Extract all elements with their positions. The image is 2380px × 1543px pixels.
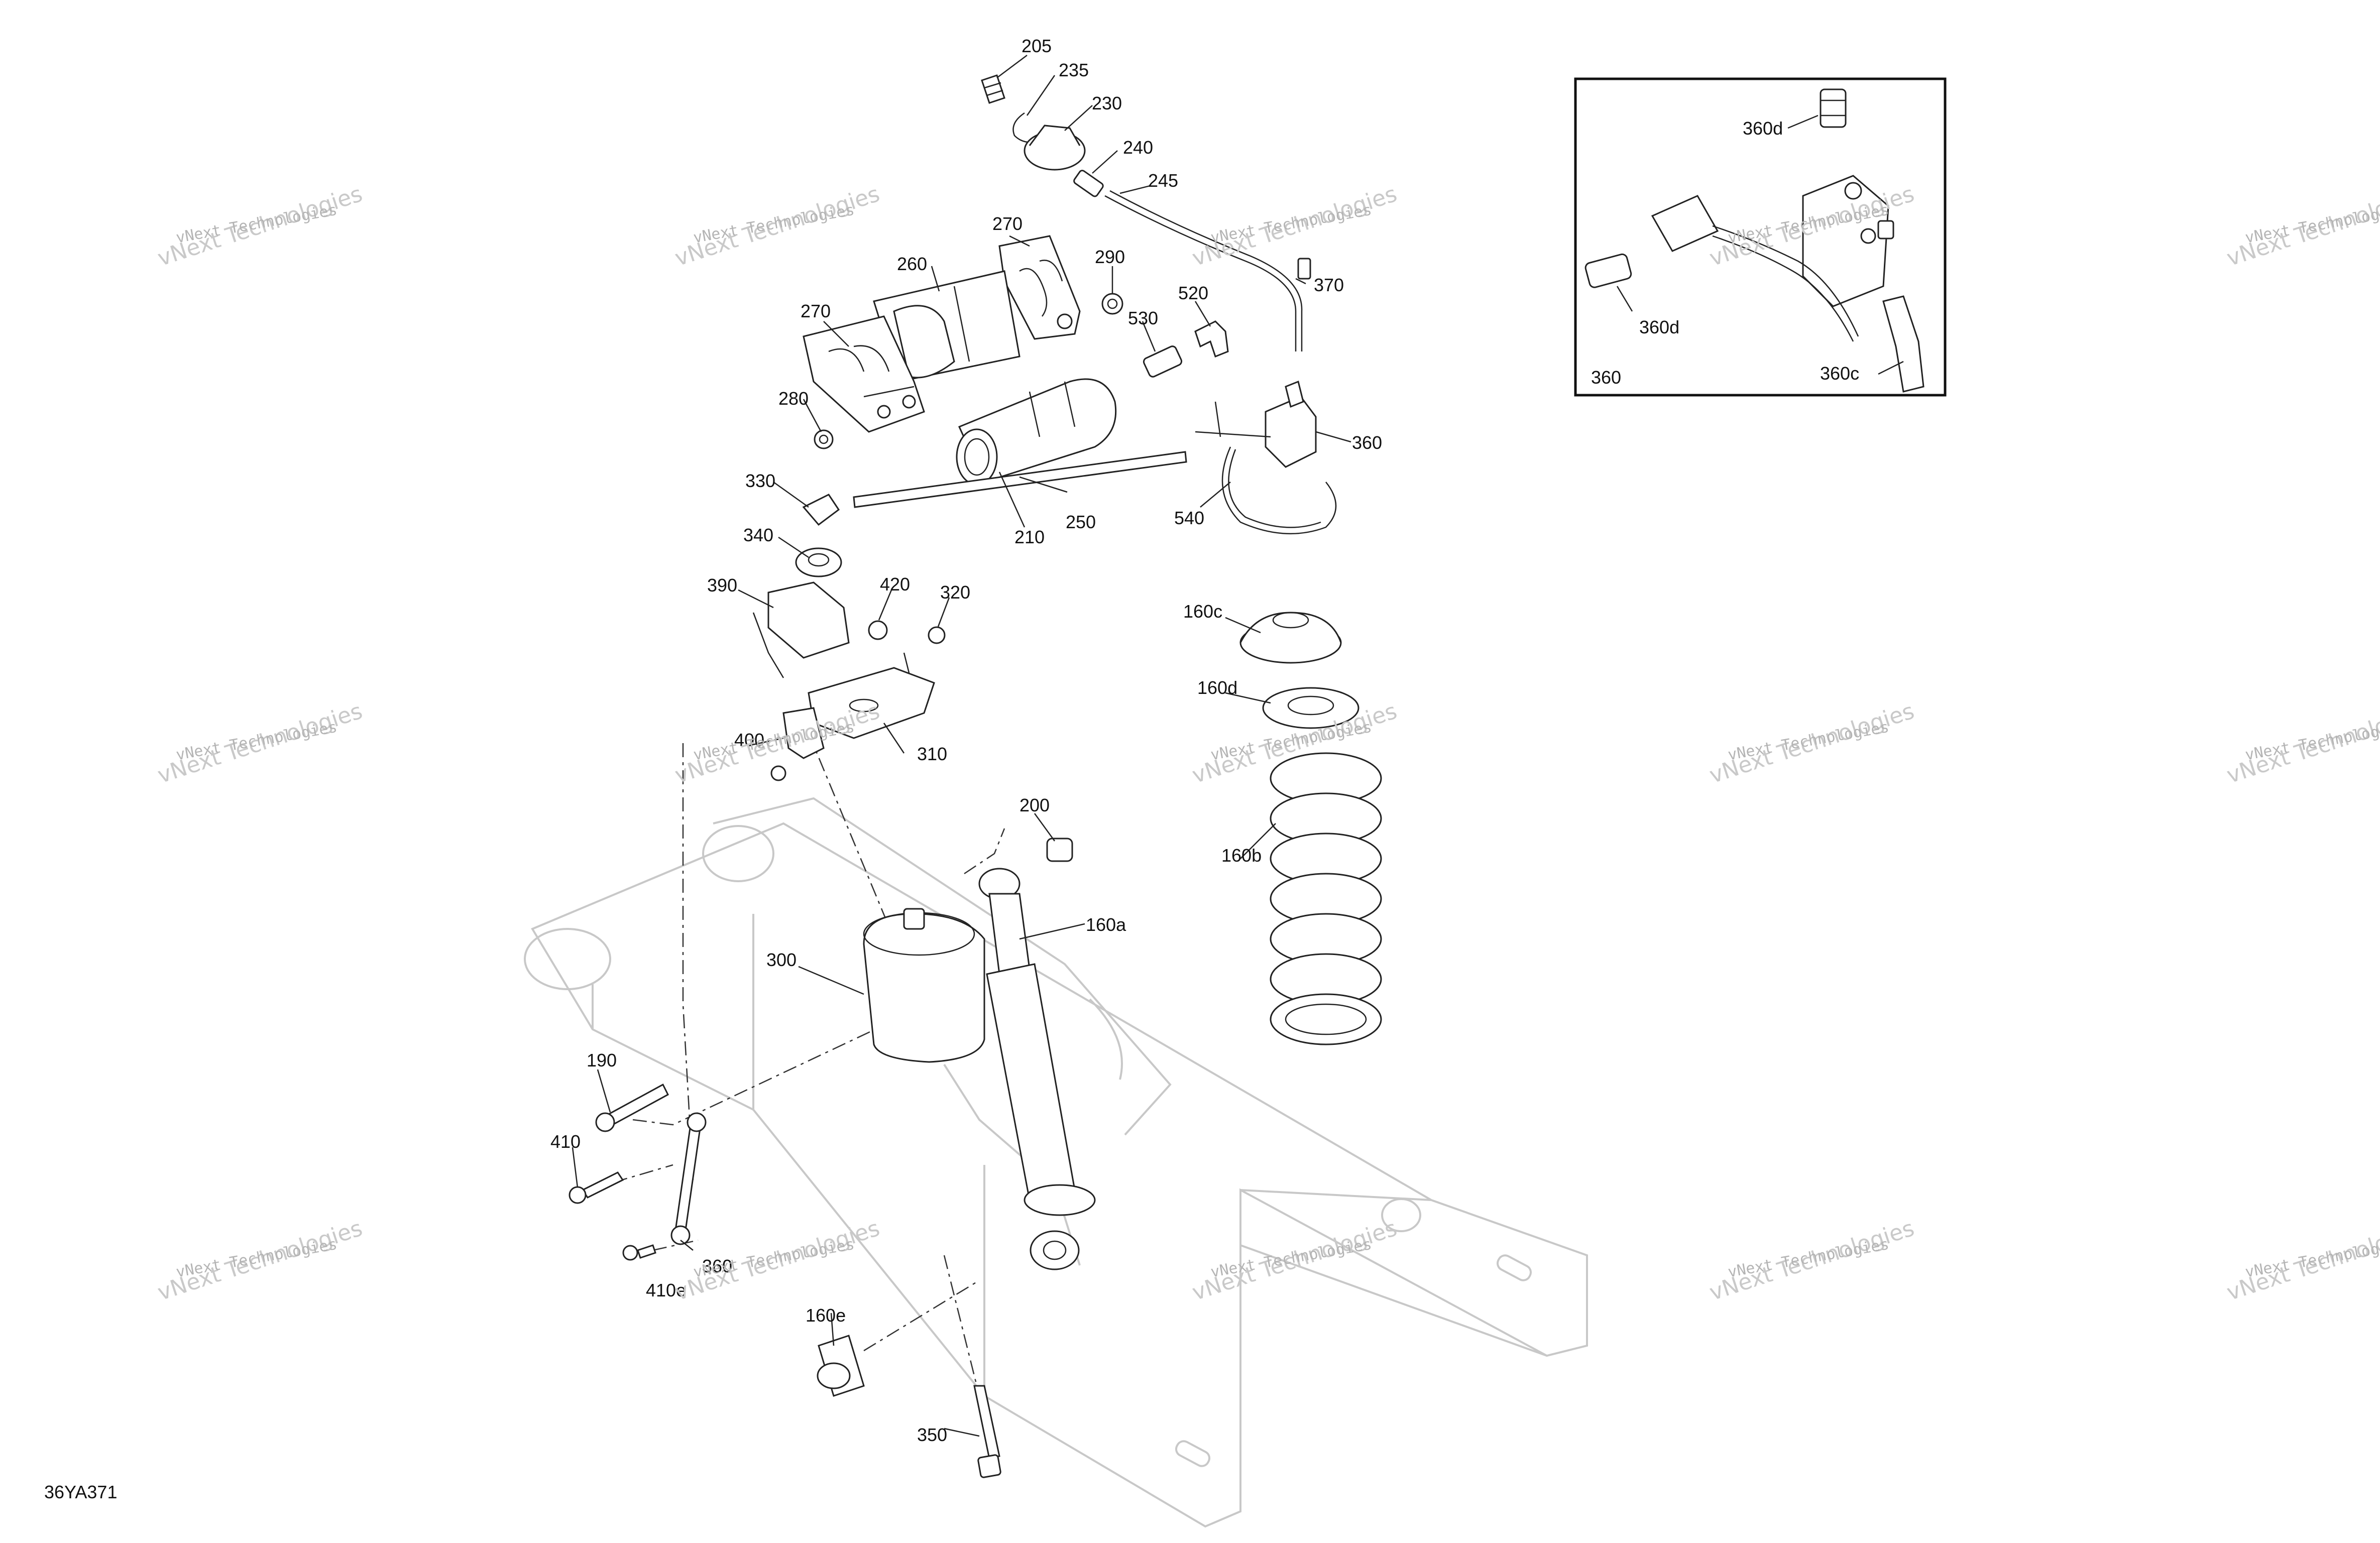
- watermark: vNext Technologies vNext Technologies: [2224, 698, 2380, 789]
- callout-160a: 160a: [1086, 914, 1126, 935]
- callout-235: 235: [1059, 60, 1089, 80]
- swing-arm-frame: [524, 797, 1588, 1528]
- callout-280: 280: [778, 388, 809, 409]
- valve-360: [1195, 380, 1317, 468]
- watermark: vNext Technologies vNext Technologies: [155, 698, 366, 789]
- inset-callout-360d-top: 360d: [1743, 118, 1783, 139]
- callout-160d: 160d: [1197, 677, 1237, 698]
- fitting-530: [1143, 345, 1183, 378]
- watermark: vNext Technologies vNext Technologies: [155, 181, 366, 272]
- cap-230: [1024, 125, 1086, 171]
- callout-540: 540: [1174, 508, 1204, 528]
- diagram-code: 36YA371: [44, 1482, 117, 1502]
- callout-360-link: 360: [702, 1256, 732, 1276]
- inset-callout-360c: 360c: [1820, 363, 1859, 384]
- watermarks: vNext Technologies vNext Technologies vN…: [155, 181, 2380, 1306]
- hose-250: [853, 451, 1187, 508]
- watermark: vNext Technologies vNext Technologies: [672, 1216, 883, 1306]
- bolt-350: [973, 1385, 1001, 1478]
- callout-420: 420: [880, 574, 910, 595]
- bushing-160e: [817, 1335, 865, 1397]
- shock-160a: [978, 868, 1096, 1270]
- callout-190: 190: [587, 1050, 617, 1071]
- callout-310: 310: [917, 744, 947, 764]
- watermark: vNext Technologies vNext Technologies: [2224, 1216, 2380, 1306]
- nut-280: [814, 429, 834, 449]
- callout-270-left: 270: [801, 301, 831, 321]
- bolt-190: [595, 1083, 669, 1132]
- callout-245: 245: [1148, 170, 1178, 191]
- washer-340: [795, 547, 842, 577]
- callout-400: 400: [734, 730, 764, 750]
- fitting-240: [1073, 170, 1104, 197]
- assembly-lines: [587, 733, 1005, 1396]
- nut-290: [1101, 293, 1123, 315]
- link-360: [670, 1112, 707, 1245]
- air-spring-300: [863, 908, 985, 1063]
- inset-elbow-360c: [1882, 295, 1924, 393]
- spring-160b: [1270, 752, 1382, 1045]
- inset-label: 360: [1591, 367, 1621, 388]
- plate-310: [808, 652, 935, 739]
- bracket-270-left: [803, 315, 925, 433]
- callout-210: 210: [1014, 527, 1045, 547]
- callout-160c: 160c: [1183, 601, 1222, 622]
- callout-270-right: 270: [992, 213, 1023, 234]
- watermark: vNext Technologies vNext Technologies: [2224, 181, 2380, 272]
- sensor-390: [752, 581, 850, 678]
- bracket-400: [770, 707, 825, 781]
- callout-350: 350: [917, 1425, 947, 1445]
- screw-320: [928, 626, 946, 644]
- callout-300: 300: [766, 949, 797, 970]
- inset-fitting-360d-top: [1820, 88, 1847, 128]
- hose-245: [1104, 190, 1303, 351]
- harness-540: [1221, 446, 1337, 535]
- callout-320: 320: [940, 582, 970, 603]
- callout-360-valve: 360: [1352, 432, 1382, 453]
- elbow-520: [1194, 320, 1229, 358]
- callout-160e: 160e: [806, 1305, 846, 1326]
- sleeve-260: [873, 270, 1021, 383]
- watermark: vNext Technologies vNext Technologies: [155, 1216, 366, 1306]
- callout-260: 260: [897, 254, 927, 274]
- callout-370: 370: [1314, 275, 1344, 295]
- callout-330: 330: [745, 470, 775, 491]
- callout-230: 230: [1092, 93, 1122, 113]
- callout-250: 250: [1066, 512, 1096, 532]
- fitting-205: [981, 74, 1005, 104]
- callout-390: 390: [707, 575, 737, 596]
- inset-callout-360d-left: 360d: [1639, 317, 1679, 337]
- callout-205: 205: [1022, 36, 1052, 56]
- fitting-330: [802, 494, 840, 526]
- callout-160b: 160b: [1221, 845, 1262, 866]
- bolt-410e: [622, 1244, 656, 1261]
- callout-520: 520: [1178, 283, 1208, 303]
- callout-290: 290: [1095, 247, 1125, 267]
- compressor-210: [956, 378, 1117, 486]
- inset-detail-360: 360d 360d 360c 360: [1574, 77, 1947, 397]
- callout-240: 240: [1123, 137, 1153, 158]
- cap-160c: [1239, 612, 1342, 664]
- callout-530: 530: [1128, 308, 1158, 328]
- inset-fitting-360d-left: [1584, 253, 1632, 288]
- callout-200: 200: [1019, 795, 1050, 815]
- callout-410e: 410e: [646, 1280, 686, 1300]
- watermark: vNext Technologies vNext Technologies: [1707, 698, 1917, 789]
- callout-410: 410: [550, 1131, 581, 1152]
- callout-labels: 205 235 230 240 245 270 260 290 370 520 …: [550, 36, 1382, 1445]
- bolt-410: [569, 1171, 624, 1204]
- inset-connector: [1651, 195, 1859, 342]
- fitting-370: [1297, 258, 1311, 280]
- watermark: vNext Technologies vNext Technologies: [1189, 181, 1400, 272]
- inset-valve-block: [1802, 175, 1894, 307]
- watermark: vNext Technologies vNext Technologies: [672, 181, 883, 272]
- callout-340: 340: [743, 525, 773, 545]
- seat-160d: [1262, 687, 1359, 729]
- leader-lines: [572, 55, 1351, 1437]
- bushing-200: [1046, 838, 1073, 862]
- watermark: vNext Technologies vNext Technologies: [1707, 1216, 1917, 1306]
- nut-420: [868, 620, 888, 640]
